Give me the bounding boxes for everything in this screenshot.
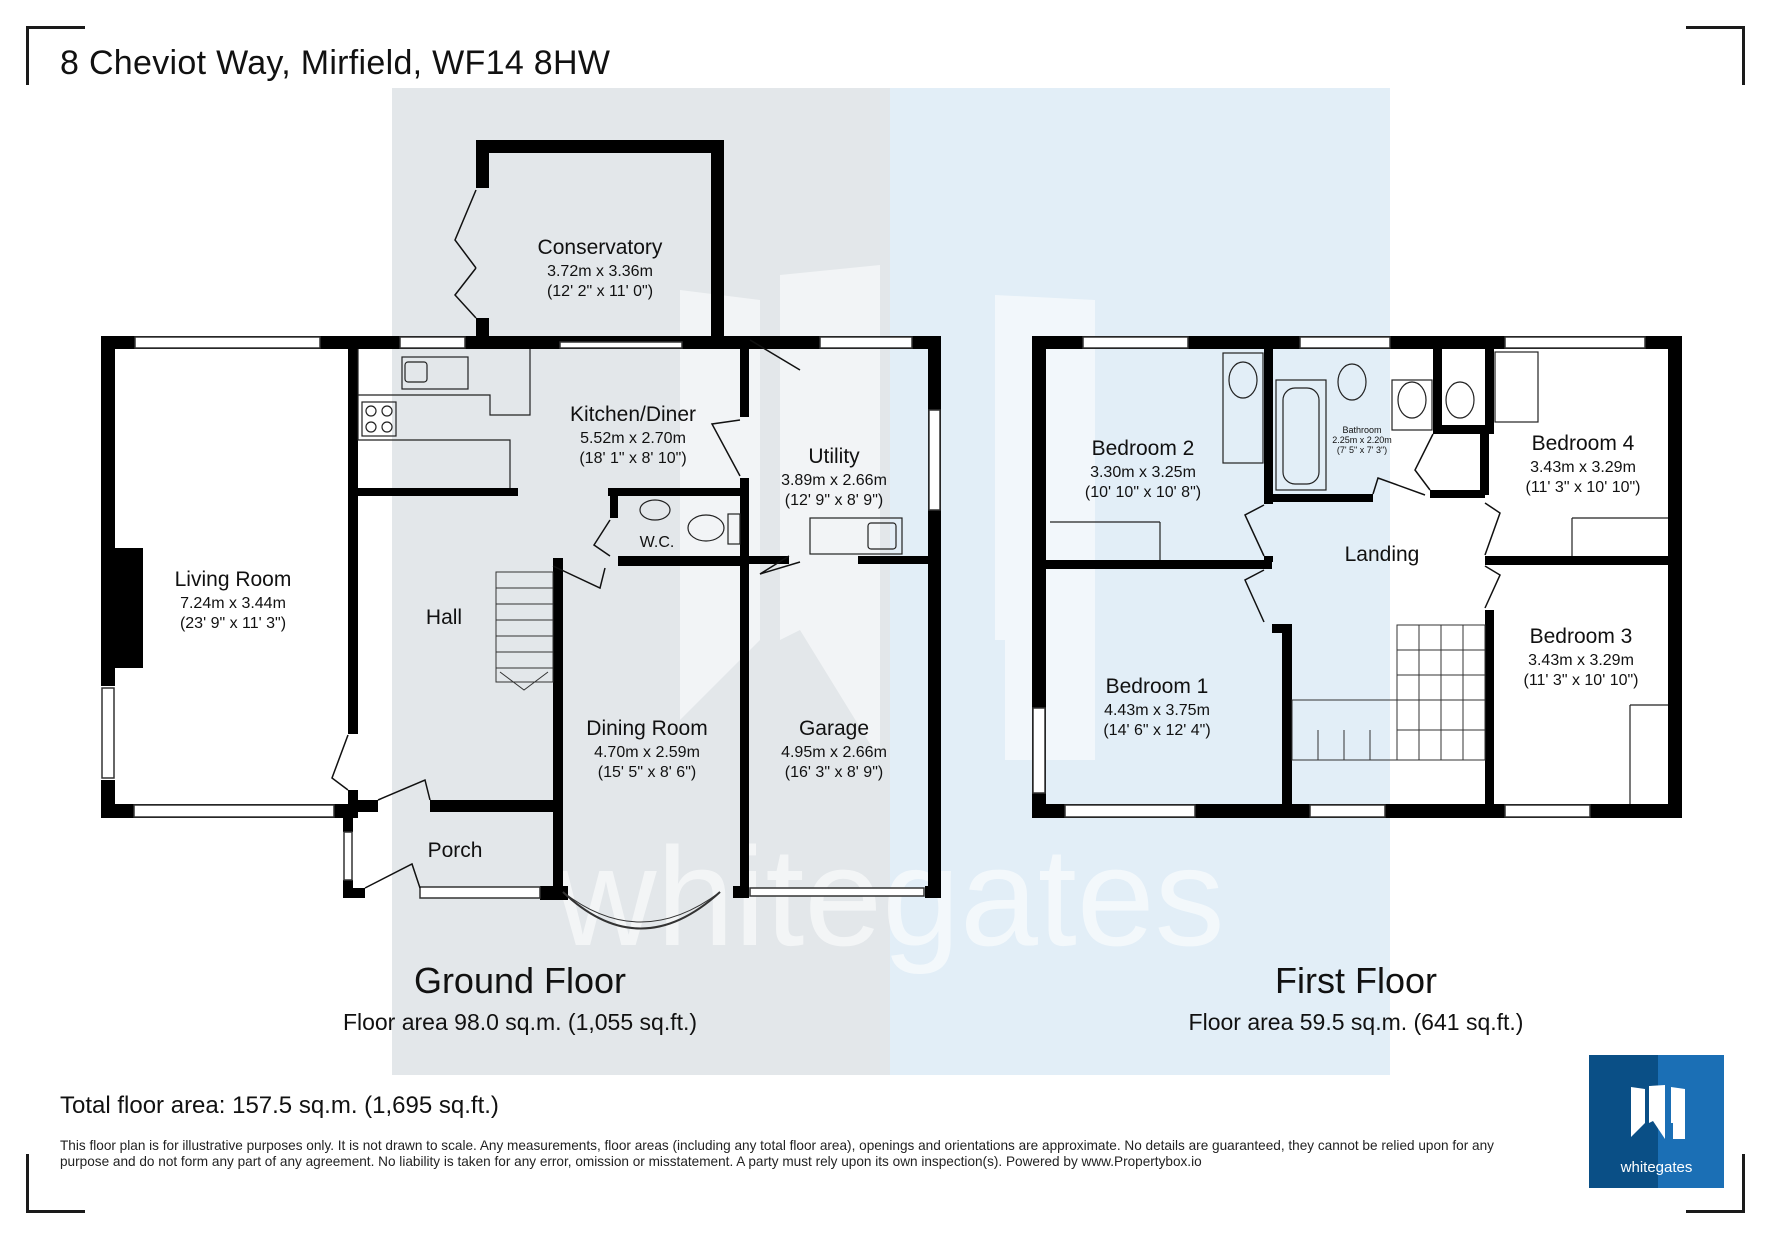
ground-floor-title: Ground Floor	[414, 960, 626, 1001]
bedroom-3-imperial: (11' 3" x 10' 10")	[1523, 672, 1638, 689]
ground-floor-plan: Conservatory 3.72m x 3.36m (12' 2" x 11'…	[101, 140, 941, 1035]
property-address: 8 Cheviot Way, Mirfield, WF14 8HW	[60, 44, 611, 82]
whitegates-logo: whitegates	[1589, 1055, 1724, 1188]
bay-window	[562, 891, 721, 930]
ground-floor-doors	[331, 189, 801, 889]
kitchen-fittings	[357, 349, 903, 555]
living-room-label: Living Room	[175, 568, 292, 591]
bedroom-3-metric: 3.43m x 3.29m	[1528, 652, 1634, 669]
conservatory-metric: 3.72m x 3.36m	[547, 263, 653, 280]
wc-fittings	[639, 499, 741, 545]
wc-label: W.C.	[640, 534, 675, 551]
bedroom-1-metric: 4.43m x 3.75m	[1104, 702, 1210, 719]
bathroom-metric: 2.25m x 2.20m	[1332, 435, 1392, 445]
ground-floor-windows	[101, 336, 941, 899]
corner-mark-top-left	[26, 26, 85, 85]
living-room-metric: 7.24m x 3.44m	[180, 595, 286, 612]
utility-metric: 3.89m x 2.66m	[781, 472, 887, 489]
bedroom-2-metric: 3.30m x 3.25m	[1090, 464, 1196, 481]
whitegates-logo-icon	[1631, 1085, 1685, 1139]
garage-imperial: (16' 3" x 8' 9")	[785, 764, 883, 781]
first-floor-area: Floor area 59.5 sq.m. (641 sq.ft.)	[1189, 1009, 1524, 1035]
utility-label: Utility	[808, 445, 860, 468]
corner-mark-bottom-left	[26, 1154, 85, 1213]
bedroom-2-imperial: (10' 10" x 10' 8")	[1085, 484, 1201, 501]
dining-room-label: Dining Room	[586, 717, 707, 740]
bedroom-1-imperial: (14' 6" x 12' 4")	[1103, 722, 1210, 739]
kitchen-diner-imperial: (18' 1" x 8' 10")	[579, 450, 686, 467]
bedroom-1-label: Bedroom 1	[1106, 675, 1209, 698]
corner-mark-top-right	[1686, 26, 1745, 85]
landing-label: Landing	[1345, 543, 1420, 566]
bedroom-2-label: Bedroom 2	[1092, 437, 1195, 460]
utility-imperial: (12' 9" x 8' 9")	[785, 492, 883, 509]
porch-label: Porch	[428, 839, 483, 862]
hall-label: Hall	[426, 606, 462, 629]
bathroom-fittings	[1050, 351, 1668, 804]
first-floor-staircase	[1291, 624, 1486, 761]
dining-room-metric: 4.70m x 2.59m	[594, 744, 700, 761]
total-floor-area: Total floor area: 157.5 sq.m. (1,695 sq.…	[60, 1092, 499, 1119]
first-floor-windows	[1032, 336, 1646, 818]
bedroom-4-label: Bedroom 4	[1532, 432, 1635, 455]
first-floor-plan: Bedroom 2 3.30m x 3.25m (10' 10" x 10' 8…	[1032, 336, 1682, 1035]
first-floor-doors	[1244, 433, 1501, 623]
garage-label: Garage	[799, 717, 869, 740]
disclaimer-text: This floor plan is for illustrative purp…	[60, 1138, 1494, 1169]
bathroom-label: Bathroom	[1342, 425, 1381, 435]
kitchen-diner-label: Kitchen/Diner	[570, 403, 696, 426]
kitchen-diner-metric: 5.52m x 2.70m	[580, 430, 686, 447]
background-panel-blue	[890, 88, 1390, 1075]
living-room-imperial: (23' 9" x 11' 3")	[180, 615, 286, 632]
corner-mark-bottom-right	[1686, 1154, 1745, 1213]
bathroom-imperial: (7' 5" x 7' 3")	[1337, 445, 1387, 455]
garage-metric: 4.95m x 2.66m	[781, 744, 887, 761]
logo-wordmark: whitegates	[1620, 1159, 1693, 1176]
bedroom-3-label: Bedroom 3	[1530, 625, 1633, 648]
bedroom-4-metric: 3.43m x 3.29m	[1530, 459, 1636, 476]
dining-room-imperial: (15' 5" x 8' 6")	[598, 764, 696, 781]
ground-floor-staircase	[495, 571, 554, 691]
ground-floor-area: Floor area 98.0 sq.m. (1,055 sq.ft.)	[343, 1009, 697, 1035]
bedroom-4-imperial: (11' 3" x 10' 10")	[1525, 479, 1640, 496]
conservatory-imperial: (12' 2" x 11' 0")	[547, 283, 653, 300]
conservatory-label: Conservatory	[538, 236, 663, 259]
first-floor-title: First Floor	[1275, 960, 1437, 1001]
